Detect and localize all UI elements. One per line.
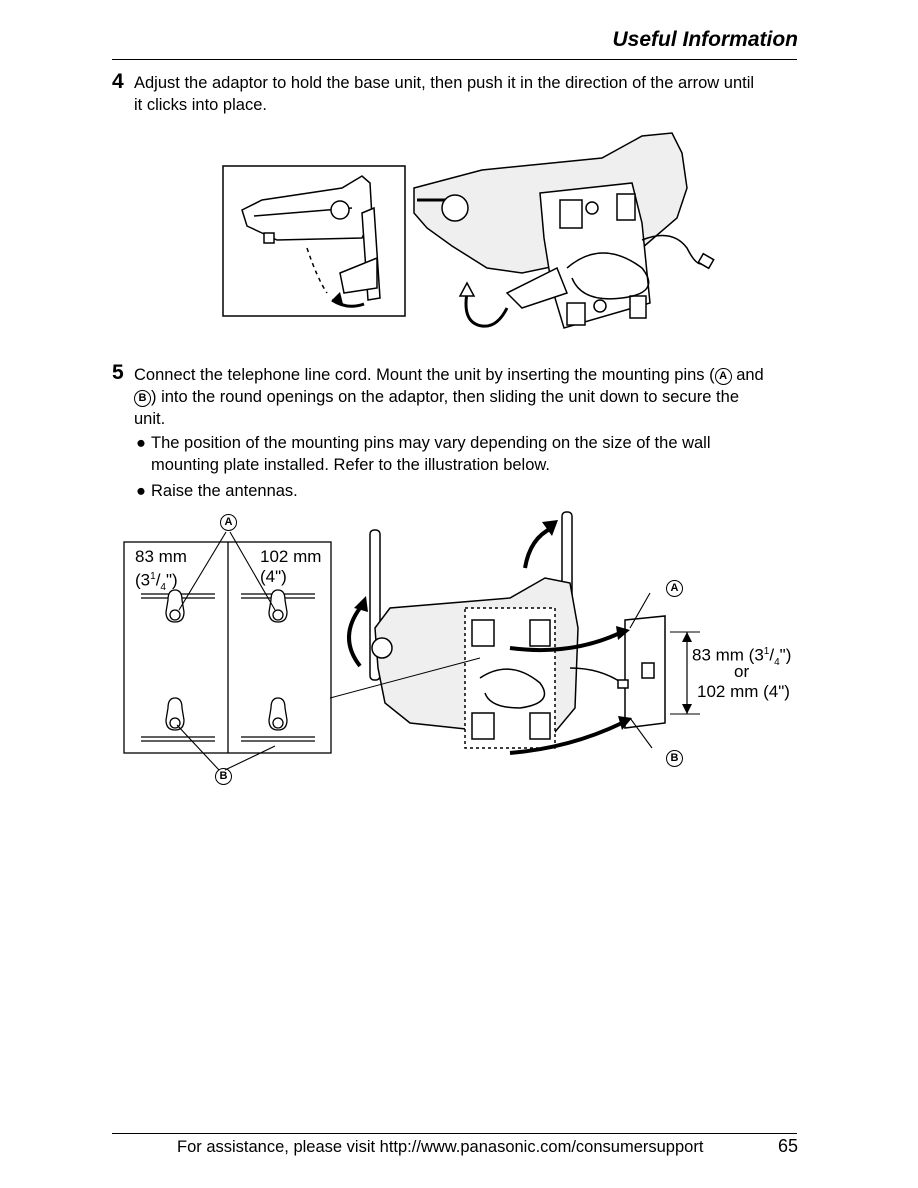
inset-motion-path	[306, 247, 328, 294]
push-arrow	[464, 292, 509, 328]
leader-line	[330, 657, 481, 699]
marker-b-wall: B	[666, 750, 683, 767]
inset-arrow	[331, 298, 365, 308]
push-arrow-head	[458, 281, 476, 297]
raise-arrow-right-head	[542, 520, 558, 536]
footer-support-text: For assistance, please visit http://www.…	[177, 1138, 704, 1156]
step-4-text-line2: it clicks into place.	[134, 96, 267, 114]
raise-arrow-right	[523, 526, 553, 569]
marker-b-inline: B	[134, 390, 151, 407]
spacing-83mm-inch-label: (31/4")	[135, 570, 178, 594]
pin-b-arrow-head	[618, 716, 632, 730]
wall-plate	[624, 615, 666, 729]
marker-a-label: A	[220, 514, 237, 531]
phone-cord	[566, 252, 650, 300]
step-5-text-line2: B) into the round openings on the adapto…	[134, 386, 739, 408]
bullet-dot-icon: ●	[136, 434, 146, 452]
spacing-83mm-label: 83 mm	[135, 547, 187, 566]
raise-arrow-left-head	[354, 596, 368, 612]
dimension-label-83mm: 83 mm (31/4")	[692, 645, 792, 669]
dimension-label-102mm: 102 mm (4")	[697, 682, 790, 701]
spacing-102mm-label: 102 mm	[260, 547, 322, 566]
bullet-dot-icon: ●	[136, 482, 146, 500]
pin-b-arrow	[509, 721, 623, 755]
spacing-102mm-inch-label: (4")	[260, 567, 287, 586]
cord-plug-jack	[617, 679, 629, 689]
raise-arrow-left	[347, 606, 362, 668]
marker-a-inline: A	[714, 368, 732, 385]
inset-base-unit	[241, 175, 373, 244]
adaptor-mounted	[464, 607, 556, 749]
step-4-text-line1: Adjust the adaptor to hold the base unit…	[134, 74, 755, 92]
marker-a-wall: A	[666, 580, 683, 597]
pin-a-arrow	[509, 631, 621, 653]
inset-arrow-head	[332, 292, 343, 304]
step-5-text-line1: Connect the telephone line cord. Mount t…	[134, 366, 764, 385]
header-rule	[112, 59, 797, 60]
dimension-label-or: or	[734, 662, 750, 681]
inset-frame	[222, 165, 406, 317]
bullet-item: ● Raise the antennas.	[136, 482, 298, 500]
cord-to-jack	[569, 667, 623, 684]
step-5-text-line3: unit.	[134, 410, 166, 428]
marker-b-label: B	[215, 768, 232, 785]
pin-b-leader	[629, 717, 653, 749]
mounted-cord	[479, 668, 546, 709]
page-number: 65	[777, 1136, 798, 1156]
wall-mount-illustration	[330, 511, 700, 755]
step-5-number: 5	[112, 361, 124, 384]
mounting-plate-diagram: A B 83 mm (31/4") 102 mm (4")	[123, 512, 333, 792]
page-header-title: Useful Information	[612, 28, 798, 51]
pin-a-arrow-head	[616, 626, 630, 640]
bullet-item: ● The position of the mounting pins may …	[136, 434, 711, 474]
pin-a-leader	[629, 592, 651, 629]
cord-plug	[697, 252, 715, 270]
step-4-number: 4	[112, 70, 124, 93]
adaptor-attach-illustration	[222, 132, 715, 329]
inset-adaptor	[339, 206, 381, 301]
footer-rule	[112, 1133, 797, 1134]
wall-adaptor	[505, 182, 651, 329]
